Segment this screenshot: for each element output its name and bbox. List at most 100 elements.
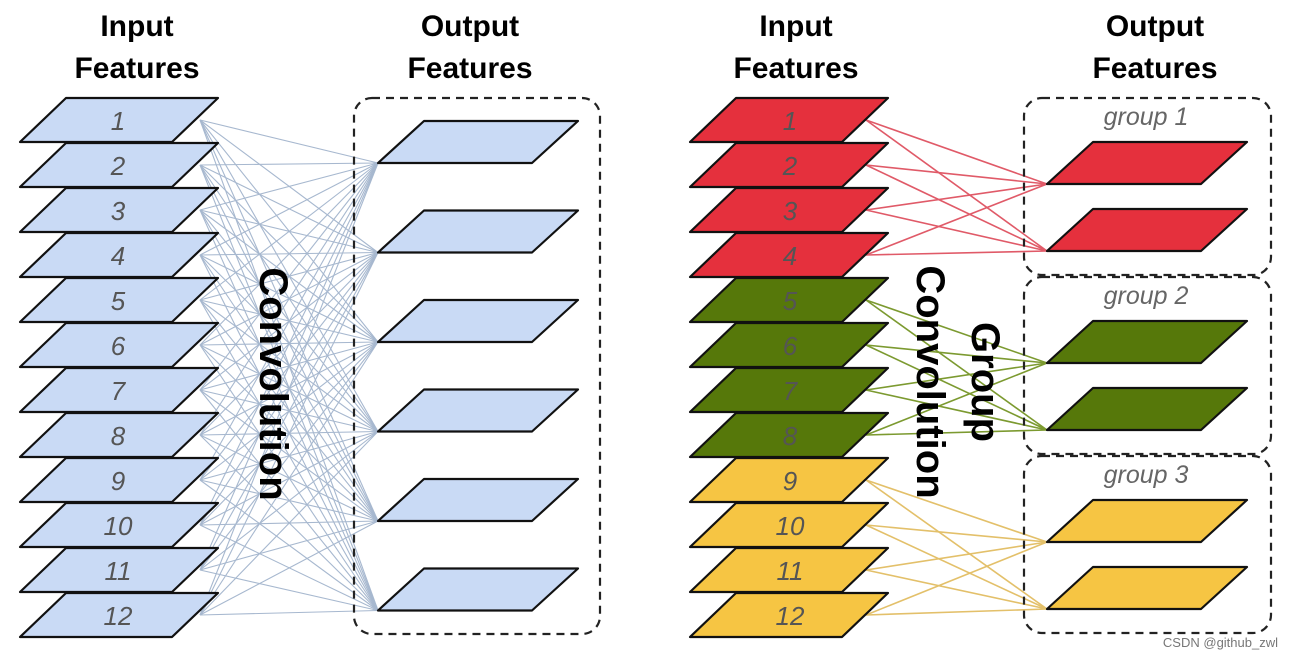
input-feature-number: 4	[783, 241, 797, 271]
output-feature-map	[376, 209, 580, 254]
input-feature-number: 4	[111, 241, 125, 271]
connection-line	[199, 431, 379, 616]
connection-line	[865, 183, 1048, 256]
input-feature-number: 7	[111, 376, 127, 406]
right-input-header-line1: Input	[759, 10, 832, 43]
output-feature-map	[376, 119, 580, 165]
group-box	[1022, 275, 1273, 456]
connection-line	[199, 569, 379, 612]
group-label: group 2	[1104, 282, 1189, 310]
output-feature-map	[1045, 386, 1249, 432]
connection-line	[865, 183, 1048, 211]
left-output-dashed-box	[352, 96, 602, 636]
left-output-feature-stack	[376, 119, 580, 612]
right-panel: Input Features Output Features group 1 gr…	[688, 10, 1273, 639]
connection-line	[199, 341, 379, 571]
connection-line	[865, 362, 1048, 391]
input-feature-number: 12	[776, 601, 805, 631]
input-feature-number: 5	[111, 286, 126, 316]
input-feature-number: 3	[111, 196, 126, 226]
connection-line	[199, 162, 379, 256]
input-feature-number: 11	[777, 556, 804, 586]
connection-line	[865, 119, 1048, 185]
connection-line	[199, 341, 379, 616]
left-connection-lines	[199, 119, 379, 616]
connection-line	[865, 479, 1048, 610]
connection-line	[199, 252, 379, 616]
output-feature-map	[376, 477, 580, 523]
connection-line	[865, 164, 1048, 185]
input-feature-number: 11	[105, 556, 132, 586]
output-feature-map	[1045, 207, 1249, 253]
connection-line	[865, 541, 1048, 616]
connection-line	[199, 252, 379, 571]
input-feature-number: 1	[111, 106, 125, 136]
connection-line	[865, 299, 1048, 431]
connection-line	[199, 162, 379, 211]
connection-line	[865, 344, 1048, 364]
input-feature-number: 5	[783, 286, 798, 316]
connection-line	[199, 520, 379, 571]
input-feature-number: 8	[111, 421, 126, 451]
output-feature-map	[1045, 498, 1249, 544]
input-feature-map	[688, 591, 890, 639]
connection-line	[865, 250, 1048, 256]
left-convolution-label: Convolution	[251, 267, 295, 500]
output-feature-map	[376, 567, 580, 612]
input-feature-number: 9	[111, 466, 125, 496]
connection-line	[199, 162, 379, 346]
input-feature-number: 7	[783, 376, 799, 406]
connection-line	[865, 164, 1048, 252]
connection-line	[865, 362, 1048, 436]
left-output-header-line2: Features	[407, 52, 532, 85]
connection-line	[865, 524, 1048, 543]
right-output-header-line2: Features	[1092, 52, 1217, 85]
input-feature-number: 3	[783, 196, 798, 226]
right-convolution-label: Convolution	[908, 265, 952, 498]
group-label: group 1	[1104, 103, 1189, 131]
input-feature-number: 10	[776, 511, 805, 541]
connection-line	[199, 162, 379, 526]
output-feature-map	[1045, 565, 1249, 611]
right-output-header-line1: Output	[1106, 10, 1204, 43]
group-box	[1022, 96, 1273, 277]
connection-line	[199, 162, 379, 166]
right-input-header-line2: Features	[733, 52, 858, 85]
input-feature-number: 6	[111, 331, 126, 361]
connection-line	[865, 299, 1048, 364]
input-feature-number: 1	[783, 106, 797, 136]
input-feature-number: 8	[783, 421, 798, 451]
input-feature-number: 6	[783, 331, 798, 361]
connection-line	[199, 162, 379, 391]
input-feature-map	[18, 591, 220, 639]
output-feature-map	[376, 298, 580, 344]
connection-line	[865, 541, 1048, 571]
right-connection-lines	[865, 119, 1048, 616]
input-feature-number: 12	[104, 601, 133, 631]
connection-line	[199, 431, 379, 571]
left-input-header-line2: Features	[74, 52, 199, 85]
left-panel: Input Features Output Features 12 3 4 5 6 7 8 9…	[18, 10, 602, 639]
left-input-header-line1: Input	[100, 10, 173, 43]
right-output-feature-stack	[1045, 140, 1249, 611]
connection-line	[199, 162, 379, 301]
left-output-header-line1: Output	[421, 10, 519, 43]
connection-line	[199, 162, 379, 481]
connection-line	[865, 608, 1048, 616]
group-box	[1022, 454, 1273, 635]
input-feature-number: 9	[783, 466, 797, 496]
connection-line	[865, 209, 1048, 252]
connection-line	[865, 479, 1048, 543]
output-feature-map	[376, 388, 580, 433]
connection-line	[199, 162, 379, 616]
group-label: group 3	[1104, 461, 1189, 489]
connection-line	[865, 344, 1048, 431]
output-feature-map	[1045, 140, 1249, 186]
connection-line	[865, 569, 1048, 610]
output-feature-map	[1045, 319, 1249, 365]
connection-line	[199, 162, 379, 436]
connection-line	[865, 524, 1048, 610]
